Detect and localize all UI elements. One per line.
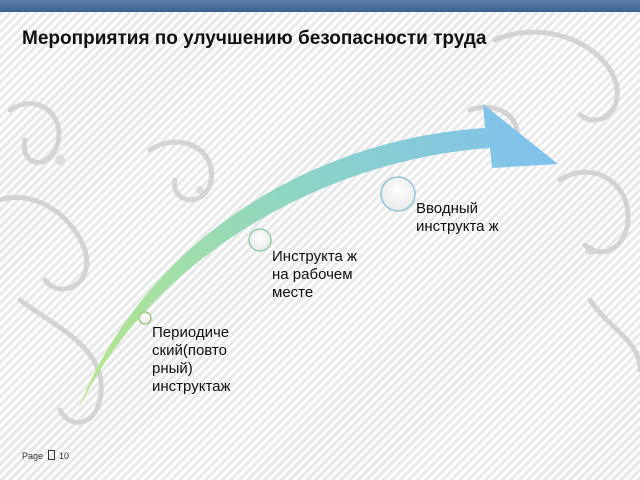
step-label-periodic: Периодиче ский(повто рный) инструктаж xyxy=(152,324,231,395)
top-bar xyxy=(0,0,640,12)
step-marker-1 xyxy=(138,311,152,325)
curved-arrow-shape xyxy=(78,104,558,410)
step-label-workplace: Инструкта ж на рабочем месте xyxy=(272,248,358,301)
page-number: 10 xyxy=(59,451,70,461)
step-label-introductory: Вводный инструкта ж xyxy=(416,200,499,235)
step-marker-3 xyxy=(380,176,416,212)
missing-glyph-icon xyxy=(47,450,55,460)
step-marker-2 xyxy=(248,228,272,252)
page-footer: Page 10 xyxy=(22,450,69,461)
page-label: Page xyxy=(22,451,46,461)
slide-title: Мероприятия по улучшению безопасности тр… xyxy=(22,28,487,49)
